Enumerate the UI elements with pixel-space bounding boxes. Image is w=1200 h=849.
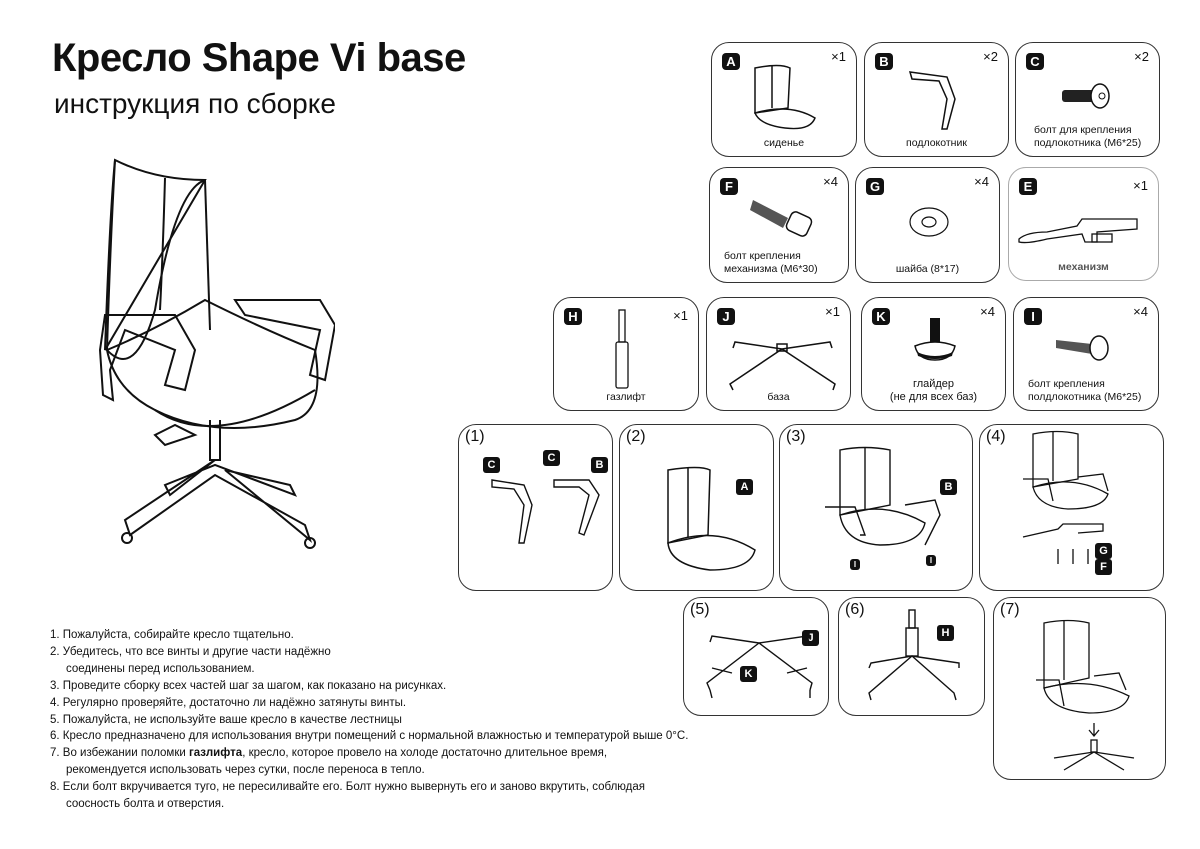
part-quantity: ×2 — [1134, 49, 1149, 64]
step-number: (5) — [690, 601, 710, 618]
part-k-glider: K ×4 глайдер(не для всех баз) — [861, 297, 1006, 411]
part-quantity: ×4 — [980, 304, 995, 319]
step-number: (4) — [986, 428, 1006, 445]
rule-item: 4. Регулярно проверяйте, достаточно ли н… — [50, 696, 407, 709]
armrest-icon — [908, 71, 956, 130]
caption-line: болт крепления — [724, 250, 801, 262]
rule-item: 1. Пожалуйста, собирайте кресло тщательн… — [50, 629, 294, 641]
rule-item-continuation: соединены перед использованием. — [66, 662, 255, 675]
part-letter: G — [866, 178, 884, 195]
part-letter: F — [720, 178, 738, 195]
caption-line: подлокотника (M6*25) — [1034, 137, 1142, 149]
part-a-seat: A ×1 сиденье — [711, 42, 857, 157]
part-letter: K — [872, 308, 890, 325]
assembly-rules-list: 1. Пожалуйста, собирайте кресло тщательн… — [50, 627, 688, 813]
rule-item: 2. Убедитесь, что все винты и другие час… — [50, 645, 331, 658]
part-quantity: ×1 — [673, 308, 688, 323]
glider-icon — [914, 318, 956, 361]
step-number: (3) — [786, 428, 806, 445]
part-caption: глайдер(не для всех баз) — [862, 378, 1005, 404]
caption-line: механизма (M6*30) — [724, 263, 818, 275]
rule-item-continuation: рекомендуется использовать через сутки, … — [66, 764, 425, 777]
part-letter: E — [1019, 178, 1037, 195]
step-number: (6) — [845, 601, 865, 618]
seat-illustration — [667, 466, 756, 571]
washer-icon — [909, 207, 949, 237]
rule-item: 8. Если болт вкручивается туго, не перес… — [50, 781, 645, 794]
part-letter: H — [564, 308, 582, 325]
bolt-icon — [750, 200, 813, 237]
document-title: Кресло Shape Vi base — [52, 36, 466, 80]
part-j-base: J ×1 база — [706, 297, 851, 411]
part-letter: J — [717, 308, 735, 325]
caption-line: (не для всех баз) — [889, 391, 978, 403]
part-e-mechanism: E ×1 механизм — [1008, 167, 1159, 281]
part-quantity: ×1 — [825, 304, 840, 319]
gaslift-icon — [615, 309, 629, 389]
caption-line: глайдер — [912, 378, 955, 390]
chair-mechanism-illustration — [1022, 430, 1109, 564]
base-glider-illustration — [706, 635, 813, 699]
chair-seat-armrest-illustration — [825, 446, 941, 546]
part-letter: A — [722, 53, 740, 70]
seat-icon — [753, 64, 816, 130]
bolt-icon — [1062, 83, 1110, 109]
caption-line: полдлокотника (M6*25) — [1028, 391, 1142, 403]
chair-final-assembly-illustration — [1036, 619, 1135, 771]
part-quantity: ×1 — [1133, 178, 1148, 193]
rule-text: , кресло, которое провело на холоде дост… — [242, 747, 608, 760]
part-quantity: ×4 — [823, 174, 838, 189]
part-quantity: ×4 — [974, 174, 989, 189]
chair-illustration — [98, 158, 335, 549]
part-letter: I — [1024, 308, 1042, 325]
document-subtitle: инструкция по сборке — [54, 88, 336, 119]
rule-item-continuation: соосность болта и отверстия. — [66, 798, 225, 811]
base-icon — [729, 341, 836, 391]
part-caption: база — [767, 391, 790, 403]
rule-item: 3. Проведите сборку всех частей шаг за ш… — [50, 679, 447, 692]
part-caption: газлифт — [606, 391, 646, 403]
step-number: (2) — [626, 428, 646, 445]
part-caption: механизм — [1058, 261, 1109, 273]
rule-item: 7. Во избежании поломки газлифта, кресло… — [50, 745, 688, 762]
step-7: (7) — [993, 597, 1166, 780]
part-caption: подлокотник — [906, 137, 967, 149]
part-quantity: ×1 — [831, 49, 846, 64]
part-caption: шайба (8*17) — [895, 263, 960, 275]
part-quantity: ×2 — [983, 49, 998, 64]
rule-item: 5. Пожалуйста, не используйте ваше кресл… — [50, 713, 402, 726]
rule-item: 6. Кресло предназначено для использовани… — [50, 730, 689, 743]
step-6: (6) H — [838, 597, 985, 716]
rule-emphasis: газлифта — [188, 747, 243, 760]
armrest-assembly-illustration — [491, 479, 600, 544]
part-quantity: ×4 — [1133, 304, 1148, 319]
caption-line: болт для крепления — [1034, 124, 1132, 136]
part-g-washer: G ×4 шайба (8*17) — [855, 167, 1000, 283]
part-letter: B — [875, 53, 893, 70]
step-2: (2) A — [619, 424, 774, 591]
step-number: (7) — [1000, 601, 1020, 618]
base-gaslift-illustration — [868, 609, 960, 701]
rule-text: 7. Во избежании поломки — [50, 747, 189, 760]
bolt-icon — [1056, 335, 1109, 361]
mechanism-icon — [1018, 218, 1138, 244]
part-h-gaslift: H ×1 газлифт — [553, 297, 699, 411]
step-number: (1) — [465, 428, 485, 445]
part-letter: C — [1026, 53, 1044, 70]
caption-line: болт крепления — [1028, 378, 1105, 390]
part-caption: сиденье — [763, 137, 805, 149]
part-b-armrest: B ×2 подлокотник — [864, 42, 1009, 157]
